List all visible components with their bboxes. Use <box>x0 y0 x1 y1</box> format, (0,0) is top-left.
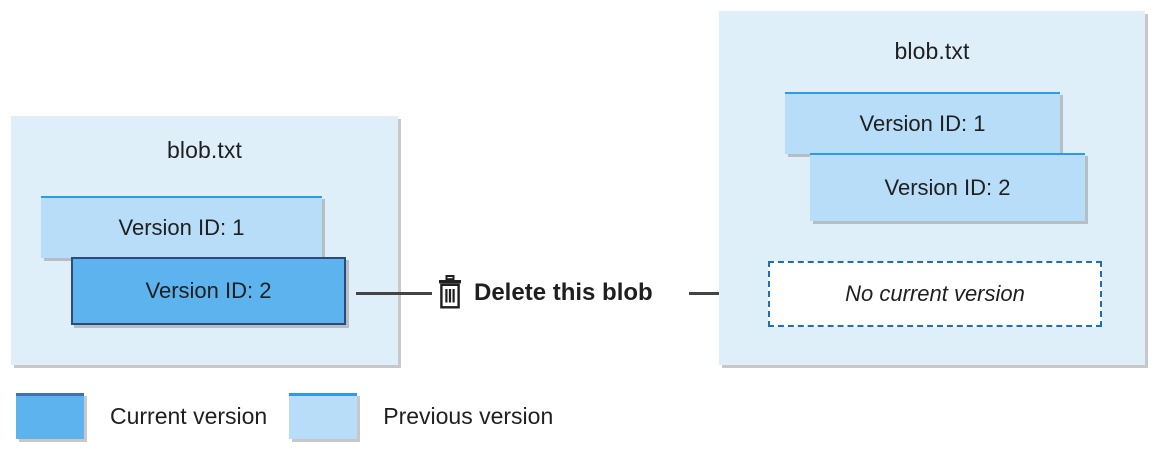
blob-name-after: blob.txt <box>894 38 970 64</box>
legend-entry-current: Current version <box>16 393 267 439</box>
blob-name-before: blob.txt <box>167 137 242 163</box>
legend: Current version Previous version <box>16 393 553 439</box>
version-card-label: Version ID: 2 <box>884 175 1011 200</box>
version-card-label: Version ID: 1 <box>118 215 245 240</box>
legend-label-current-version: Current version <box>110 402 268 429</box>
version-card-label: Version ID: 2 <box>145 278 272 303</box>
version-card-before-2: Version ID: 2 <box>71 257 346 325</box>
legend-entry-previous: Previous version <box>289 393 553 439</box>
version-card-label: Version ID: 1 <box>859 111 986 136</box>
legend-swatch-current-version <box>16 393 84 439</box>
legend-swatch-previous-version <box>289 393 358 439</box>
trash-icon <box>437 275 463 309</box>
no-current-version-box: No current version <box>768 261 1102 327</box>
legend-label-previous-version: Previous version <box>383 402 554 429</box>
version-card-before-1: Version ID: 1 <box>41 196 322 258</box>
no-current-version-label: No current version <box>845 281 1025 306</box>
delete-this-blob-label: Delete this blob <box>474 279 653 306</box>
connector-line-left <box>356 292 432 295</box>
version-card-after-1: Version ID: 1 <box>785 92 1060 154</box>
blob-panel-after: blob.txt Version ID: 1 Version ID: 2 No … <box>719 11 1145 365</box>
version-card-after-2: Version ID: 2 <box>810 153 1085 221</box>
